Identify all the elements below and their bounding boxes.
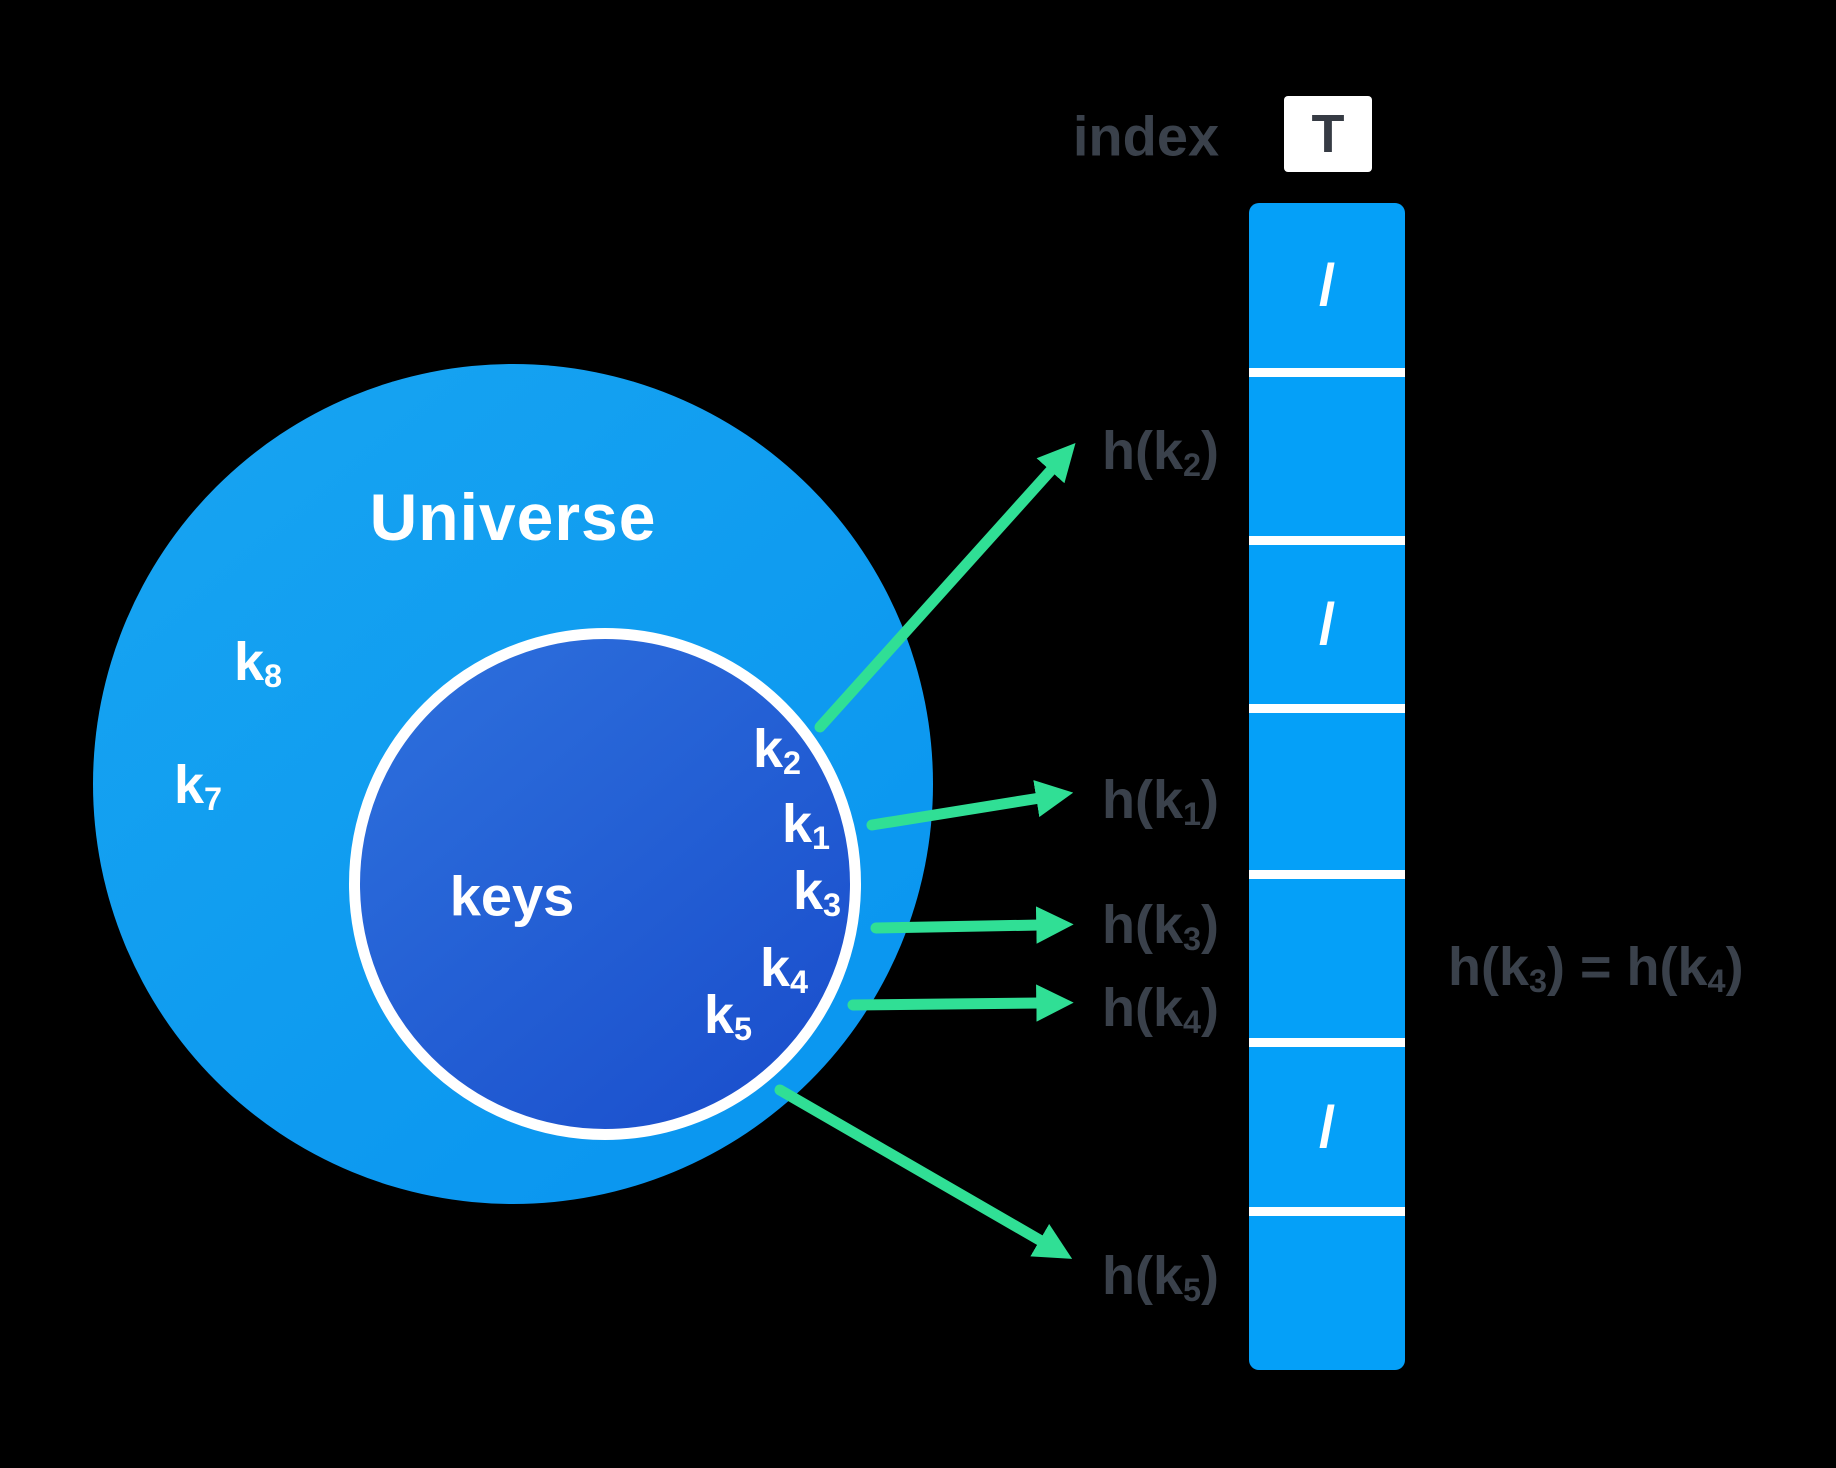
hk3-post: ): [1201, 894, 1219, 955]
arrow-k5-to-hk5: [774, 1084, 1073, 1259]
key-k3-sub: 3: [823, 887, 842, 924]
cell-divider: [1249, 1207, 1405, 1216]
key-k5-base: k: [703, 984, 735, 1045]
hk4-post: ): [1201, 977, 1219, 1038]
hk5-post: ): [1201, 1245, 1219, 1306]
table-cell-3: [1249, 713, 1405, 870]
hk5-sub: 5: [1183, 1272, 1202, 1309]
hk2-sub: 2: [1183, 447, 1202, 484]
key-k8-label: k8: [234, 631, 282, 695]
table-title-box: T: [1284, 96, 1372, 172]
hash-value-hk4: h(k4): [1102, 977, 1219, 1041]
key-k4-base: k: [759, 937, 791, 998]
table-cell-5: /: [1249, 1047, 1405, 1207]
collision-sub1: 3: [1529, 963, 1548, 1000]
collision-post: ): [1725, 936, 1744, 997]
key-k2-label: k2: [753, 718, 801, 782]
key-k1-sub: 1: [812, 820, 831, 857]
key-k7-label: k7: [174, 754, 222, 818]
cell-divider: [1249, 1038, 1405, 1047]
keys-circle: [349, 628, 861, 1140]
cell-divider: [1249, 368, 1405, 377]
key-k2-base: k: [752, 718, 784, 779]
cell-0-value: /: [1318, 253, 1336, 318]
cell-2-value: /: [1318, 592, 1336, 657]
hash-table-array: / / /: [1249, 203, 1405, 1370]
hash-value-hk3: h(k3): [1102, 894, 1219, 958]
cell-divider: [1249, 870, 1405, 879]
key-k1-base: k: [781, 793, 813, 854]
hk1-sub: 1: [1183, 796, 1202, 833]
hk1-pre: h(k: [1102, 769, 1183, 830]
key-k7-sub: 7: [204, 781, 223, 818]
key-k8-base: k: [233, 631, 265, 692]
hk3-pre: h(k: [1102, 894, 1183, 955]
keys-label: keys: [449, 864, 575, 928]
table-cell-4: [1249, 879, 1405, 1038]
collision-sub2: 4: [1707, 963, 1726, 1000]
key-k5-sub: 5: [734, 1011, 753, 1048]
hash-value-hk1: h(k1): [1102, 769, 1219, 833]
key-k4-sub: 4: [790, 964, 809, 1001]
hk1-post: ): [1201, 769, 1219, 830]
key-k7-base: k: [173, 754, 205, 815]
collision-note: h(k3) = h(k4): [1448, 936, 1744, 1000]
key-k4-label: k4: [760, 937, 808, 1001]
arrow-k3-to-hk3: [870, 906, 1074, 944]
arrow-k4-to-hk4: [847, 984, 1074, 1022]
key-k8-sub: 8: [264, 658, 283, 695]
key-k2-sub: 2: [783, 745, 802, 782]
table-cell-6: [1249, 1216, 1405, 1370]
key-k3-label: k3: [793, 860, 841, 924]
collision-mid: ) = h(k: [1547, 936, 1708, 997]
hk5-pre: h(k: [1102, 1245, 1183, 1306]
collision-pre1: h(k: [1448, 936, 1529, 997]
arrow-k1-to-hk1: [866, 780, 1074, 831]
universe-label: Universe: [369, 480, 657, 554]
key-k3-base: k: [792, 860, 824, 921]
hk2-pre: h(k: [1102, 420, 1183, 481]
table-cell-0: /: [1249, 203, 1405, 368]
index-label: index: [1072, 104, 1220, 168]
key-k1-label: k1: [782, 793, 830, 857]
hk2-post: ): [1201, 420, 1219, 481]
arrow-k2-to-hk2: [814, 442, 1076, 733]
hk4-sub: 4: [1183, 1004, 1202, 1041]
table-cell-1: [1249, 377, 1405, 536]
table-title: T: [1311, 104, 1345, 164]
hash-value-hk5: h(k5): [1102, 1245, 1219, 1309]
hk3-sub: 3: [1183, 921, 1202, 958]
hk4-pre: h(k: [1102, 977, 1183, 1038]
table-cell-2: /: [1249, 545, 1405, 704]
cell-divider: [1249, 536, 1405, 545]
cell-divider: [1249, 704, 1405, 713]
key-k5-label: k5: [704, 984, 752, 1048]
cell-5-value: /: [1318, 1094, 1336, 1160]
hash-value-hk2: h(k2): [1102, 420, 1219, 484]
